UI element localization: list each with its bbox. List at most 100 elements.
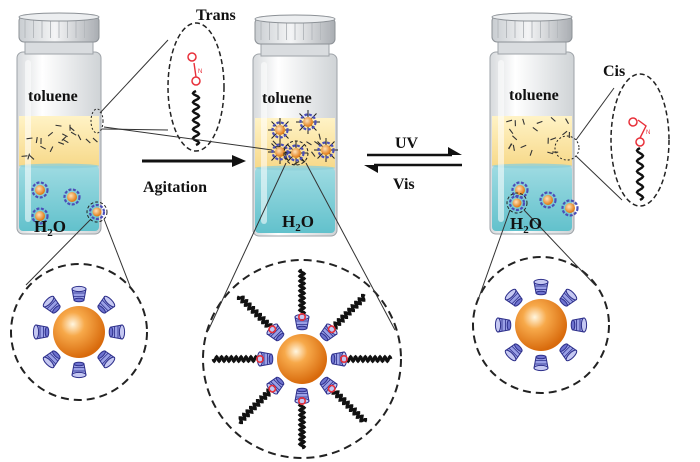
cyclodextrin-ring — [570, 317, 588, 333]
np-core — [515, 185, 525, 195]
left-zoom-circle — [10, 263, 148, 401]
vials-layer — [16, 12, 580, 237]
small-nanoparticle — [561, 199, 579, 217]
cyclodextrin-ring — [294, 313, 310, 331]
water-layer — [255, 168, 335, 233]
vial1-zoom-marker — [86, 201, 108, 223]
ligand-dash — [550, 116, 556, 122]
cis-molecule-zoom: N — [610, 73, 670, 207]
vial1-water-label: H2O — [34, 217, 66, 239]
azo-head — [339, 354, 348, 363]
nanoparticle-core — [515, 299, 567, 351]
ligand-dash — [522, 118, 525, 125]
azo-head — [297, 396, 306, 405]
small-nanoparticle — [88, 203, 106, 221]
np-core — [321, 145, 331, 155]
nanoparticle-core — [53, 306, 105, 358]
connector-np-to-vial2 — [103, 126, 273, 151]
connector-trans-bottom — [101, 128, 169, 131]
np-core — [35, 185, 45, 195]
cyclodextrin-ring — [330, 351, 348, 367]
azo-n: N — [198, 69, 202, 75]
ligand-dash — [529, 149, 533, 156]
small-nanoparticle — [508, 194, 526, 212]
agitation-arrow — [142, 155, 246, 167]
uv-vis-equilibrium-arrow — [364, 147, 462, 173]
arrowhead — [448, 147, 462, 155]
ligand-dash — [536, 120, 543, 124]
alkyl-chain — [333, 293, 366, 330]
cap-top — [491, 12, 573, 22]
cyclodextrin-ring — [256, 351, 274, 367]
np-core — [275, 125, 285, 135]
cd-shell — [31, 207, 49, 225]
trans-molecule-zoom: N — [167, 22, 225, 152]
ligand-dash — [35, 137, 38, 144]
ligand-dash — [62, 133, 68, 138]
toluene-layer — [492, 116, 572, 166]
azo-bond — [637, 119, 647, 139]
glass-highlight — [25, 60, 31, 222]
ligand-dash — [314, 141, 320, 146]
trans-label: Trans — [196, 7, 236, 24]
np-core — [67, 192, 77, 202]
ligand-dash — [547, 151, 554, 155]
connector-right-b — [523, 209, 596, 286]
connector-mid-a — [207, 162, 287, 332]
np-core — [303, 117, 313, 127]
alkyl-chain — [191, 89, 201, 147]
np-core — [543, 195, 553, 205]
np-core — [565, 203, 575, 213]
cd-shell — [63, 188, 81, 206]
connector-left-a — [25, 218, 92, 286]
cd-shell — [31, 181, 49, 199]
alkyl-chain — [297, 402, 307, 450]
ligand-dash — [70, 131, 77, 136]
azo-head — [268, 384, 277, 393]
arrowhead — [364, 165, 378, 173]
alkyl-chain — [331, 390, 368, 423]
small-nanoparticle — [314, 138, 338, 162]
ligand-dash — [293, 160, 300, 165]
ligand-dash — [29, 154, 35, 160]
interface — [19, 163, 99, 169]
cd-shell — [539, 191, 557, 209]
cd-shell — [88, 203, 106, 221]
ligand-dash — [26, 137, 33, 140]
vial3-toluene-marker — [554, 135, 580, 161]
vial1-toluene-marker — [90, 108, 104, 134]
ligand-dash — [520, 144, 527, 149]
azo-head — [327, 325, 336, 334]
ligand-dash — [562, 130, 568, 136]
arrows-layer — [142, 147, 462, 173]
ligand-dash — [565, 118, 569, 125]
cyclodextrin-ring — [294, 387, 310, 405]
ligand-dash — [311, 151, 316, 157]
ligand-dash — [55, 124, 62, 127]
vial3-zoom-marker — [506, 192, 528, 214]
connector-cis-top — [575, 87, 615, 141]
ligand-dash — [61, 136, 67, 141]
np-core — [275, 147, 285, 157]
np-core — [92, 207, 102, 217]
cd-shell — [508, 194, 526, 212]
ligand-dash — [21, 155, 28, 157]
ligand-dash — [69, 126, 75, 132]
ligand-dash — [92, 137, 98, 143]
zoom-oval — [610, 73, 670, 207]
cap-top — [18, 12, 100, 22]
ligand-dash — [318, 133, 321, 140]
interface — [492, 163, 572, 169]
glass-highlight — [261, 62, 267, 224]
cis-label: Cis — [603, 63, 625, 80]
alkyl-chain — [236, 295, 273, 328]
cd-shell — [299, 113, 317, 131]
ligand-dash — [49, 146, 54, 153]
ligand-dash — [550, 137, 557, 141]
azo-n: N — [646, 130, 650, 136]
azo-head — [268, 325, 277, 334]
connector-mid-b — [305, 162, 396, 331]
middle-zoom-circle — [202, 259, 402, 459]
alkyl-chain — [211, 354, 259, 364]
